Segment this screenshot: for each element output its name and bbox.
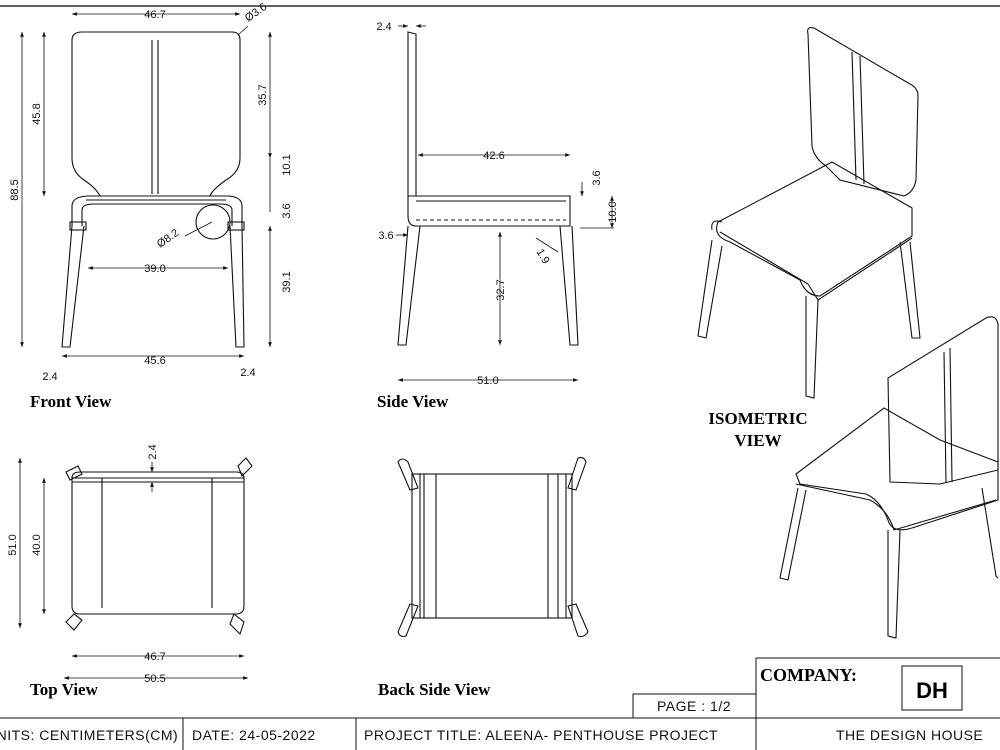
dim-front-leg-height: 39.1 [281,271,293,292]
dim-side-back-thickness: 2.4 [376,21,391,33]
isometric-chair-1 [697,27,921,399]
front-view-drawing [61,31,245,348]
company-name: THE DESIGN HOUSE [836,727,983,743]
page-number: PAGE : 1/2 [657,698,731,714]
dim-top-depth-outer: 51.0 [7,534,19,555]
side-view-drawing [397,31,579,346]
dim-front-corner-radius: Ø3.6 [243,1,269,25]
side-view-dimensions [396,24,614,382]
top-view-drawing [65,457,253,636]
dim-front-outer-width: 45.6 [144,355,165,367]
dim-front-inner-width: 39.0 [144,263,165,275]
company-logo: DH [916,678,948,703]
top-view-dimensions [18,458,248,680]
dim-front-leg-left: 2.4 [42,371,57,383]
dim-side-seat-height: 10.0 [607,201,619,222]
label-isometric-line1: ISOMETRIC [708,409,807,428]
dim-front-leg-right: 2.4 [240,367,255,379]
label-top-view: Top View [30,680,99,699]
project-title: PROJECT TITLE: ALEENA- PENTHOUSE PROJECT [364,727,718,743]
dim-side-seat-top: 3.6 [591,170,603,185]
dim-front-width-top: 46.7 [144,9,165,21]
front-view-dimensions [20,12,272,358]
dim-side-total-depth: 51.0 [477,375,498,387]
label-side-view: Side View [377,392,449,411]
units-field: UNITS: CENTIMETERS(CM) [0,727,178,743]
dim-front-seat-thickness: 3.6 [281,203,293,218]
label-isometric-line2: VIEW [734,431,781,450]
title-block-frame [0,657,1000,750]
company-label: COMPANY: [760,665,857,685]
label-back-side-view: Back Side View [378,680,491,699]
dim-top-back: 2.4 [147,444,159,459]
date-field: DATE: 24-05-2022 [192,727,316,743]
dim-side-leg-height: 32.7 [495,279,507,300]
dim-top-width-outer: 50.5 [144,673,165,685]
dim-front-back-height: 45.8 [31,103,43,124]
back-side-view-drawing [397,456,589,638]
dim-side-leg-angle: 1.9 [534,247,552,266]
dim-front-total-height: 88.5 [9,179,21,200]
isometric-chair-2 [779,316,999,639]
dim-front-back-neck: 10.1 [281,154,293,175]
dim-front-tube-radius: Ø8.2 [155,227,181,251]
dim-top-width-inner: 46.7 [144,651,165,663]
dim-top-depth-inner: 40.0 [31,534,43,555]
dim-front-back-upper: 35.7 [257,84,269,105]
dim-side-seat-depth: 42.6 [483,150,504,162]
dim-side-tube: 3.6 [378,230,393,242]
label-front-view: Front View [30,392,112,411]
